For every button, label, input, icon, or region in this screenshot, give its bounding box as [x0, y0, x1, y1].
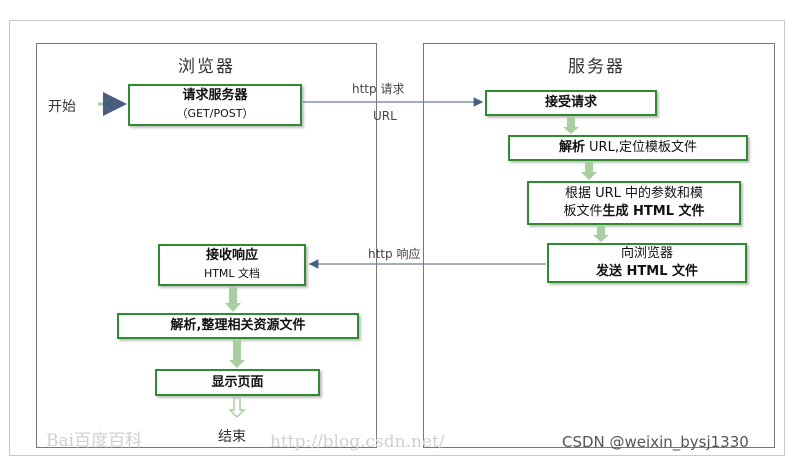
build-html-line2-plain: 板文件 — [563, 204, 603, 219]
down-arrow-6 — [228, 397, 246, 419]
http-response-label: http 响应 — [368, 247, 421, 261]
url-ghost-watermark: http://blog.csdn.net/ — [270, 432, 445, 452]
show-page-box: 显示页面 — [155, 369, 320, 396]
down-arrow-2 — [581, 162, 597, 180]
parse-resources-text: 解析,整理相关资源文件 — [170, 318, 306, 333]
html-document-text: HTML 文档 — [203, 267, 261, 280]
send-html-line1: 向浏览器 — [620, 246, 673, 261]
down-arrow-4 — [225, 287, 241, 312]
show-page-text: 显示页面 — [211, 374, 264, 390]
build-html-line2: 板文件生成 HTML 文件 — [563, 203, 704, 221]
build-html-line1: 根据 URL 中的参数和模 — [564, 186, 704, 201]
url-label: URL — [373, 109, 397, 123]
csdn-watermark: CSDN @weixin_bysj1330 — [562, 433, 749, 451]
server-panel — [423, 43, 775, 448]
down-arrow-5 — [229, 340, 245, 368]
request-server-text: 请求服务器 — [182, 88, 248, 103]
request-method-text: （GET/POST） — [176, 107, 254, 120]
browser-panel — [36, 43, 377, 448]
down-arrow-1 — [563, 117, 579, 134]
receive-request-box: 接受请求 — [485, 90, 657, 116]
request-server-box: 请求服务器 （GET/POST） — [128, 84, 302, 126]
browser-title: 浏览器 — [178, 57, 235, 77]
start-label: 开始 — [48, 99, 76, 115]
baidu-watermark: Bai百度百科 — [46, 431, 143, 451]
diagram-frame — [9, 20, 785, 456]
receive-response-box: 接收响应 HTML 文档 — [158, 244, 306, 286]
receive-response-text: 接收响应 — [205, 248, 258, 263]
http-request-label: http 请求 — [352, 82, 405, 96]
send-html-box: 向浏览器 发送 HTML 文件 — [547, 243, 747, 283]
parse-url-text: URL,定位模板文件 — [589, 140, 697, 155]
receive-request-text: 接受请求 — [544, 95, 597, 110]
down-arrow-3 — [593, 226, 609, 242]
end-label: 结束 — [218, 429, 246, 445]
build-html-box: 根据 URL 中的参数和模 板文件生成 HTML 文件 — [527, 181, 741, 225]
parse-resources-box: 解析,整理相关资源文件 — [117, 313, 359, 339]
send-html-line2: 发送 HTML 文件 — [595, 264, 699, 279]
parse-url-bold: 解析 — [559, 140, 586, 155]
build-html-line2-bold: 生成 HTML 文件 — [602, 204, 705, 219]
server-title: 服务器 — [568, 57, 625, 77]
